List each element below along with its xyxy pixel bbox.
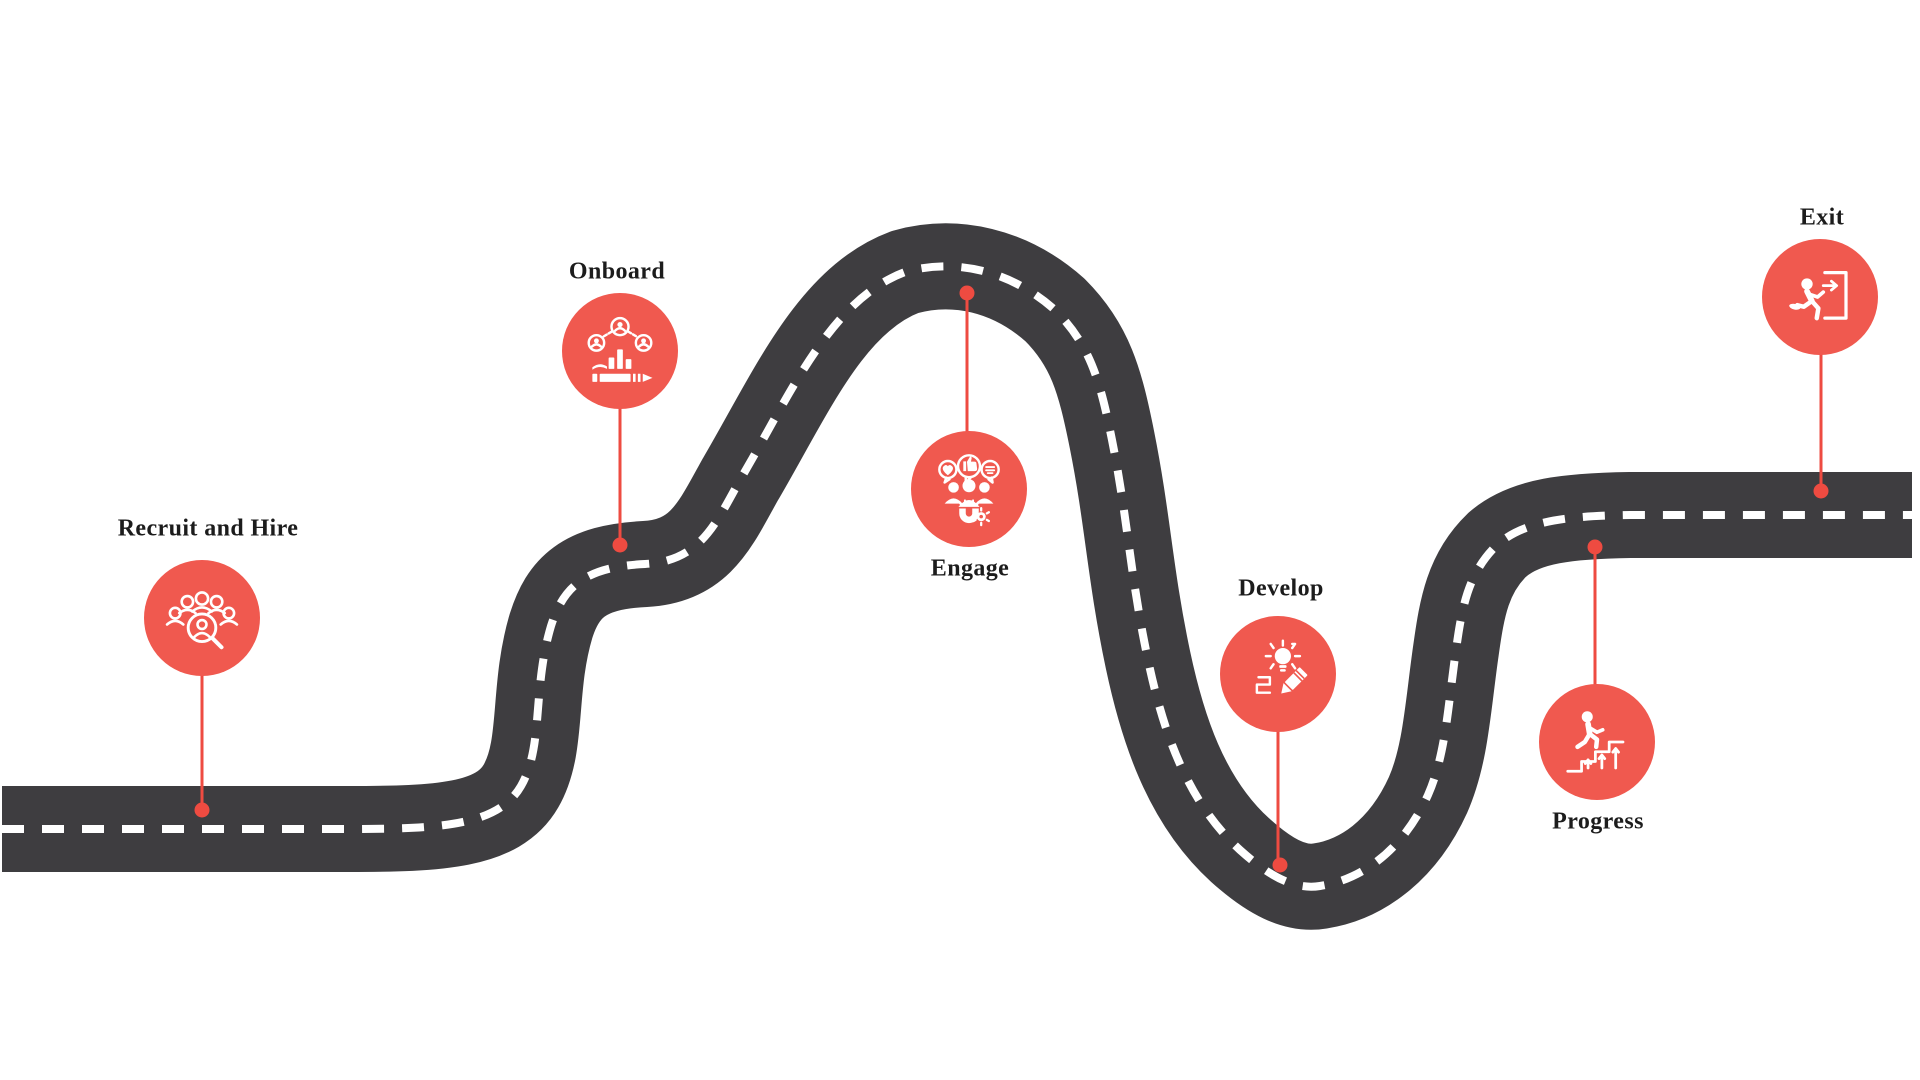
milestone-badge-onboard bbox=[562, 293, 678, 409]
connector-line bbox=[200, 618, 204, 810]
milestone-badge-recruit bbox=[144, 560, 260, 676]
connector-line bbox=[1593, 547, 1597, 742]
team-network-chart-pencil-icon bbox=[587, 316, 653, 382]
road-dot bbox=[1587, 539, 1603, 555]
lightbulb-pencil-path-icon bbox=[1255, 639, 1308, 694]
crowd-magnifier-icon bbox=[165, 591, 239, 650]
milestone-label: Recruit and Hire bbox=[117, 515, 299, 542]
people-feedback-magnet-icon bbox=[938, 454, 1000, 527]
milestone-badge-progress bbox=[1539, 684, 1655, 800]
connector-line bbox=[1819, 297, 1823, 491]
road-dot bbox=[194, 802, 210, 818]
milestone-badge-exit bbox=[1762, 239, 1878, 355]
road-dot bbox=[959, 285, 975, 301]
connector-line bbox=[618, 351, 622, 545]
milestone-label: Engage bbox=[930, 555, 1010, 582]
milestone-label: Develop bbox=[1238, 575, 1324, 602]
milestone-badge-develop bbox=[1220, 616, 1336, 732]
road-dot bbox=[612, 537, 628, 553]
connector-line bbox=[965, 293, 969, 489]
road-dot bbox=[1813, 483, 1829, 499]
person-climbing-stairs-icon bbox=[1566, 711, 1625, 773]
connector-line bbox=[1276, 674, 1280, 865]
milestone-badge-engage bbox=[911, 431, 1027, 547]
road-center-dashes bbox=[2, 262, 1912, 891]
milestone-label: Onboard bbox=[568, 258, 666, 285]
road-dot bbox=[1272, 857, 1288, 873]
milestone-label: Exit bbox=[1799, 204, 1845, 231]
person-exit-door-icon bbox=[1789, 271, 1848, 321]
milestone-label: Progress bbox=[1552, 808, 1644, 835]
